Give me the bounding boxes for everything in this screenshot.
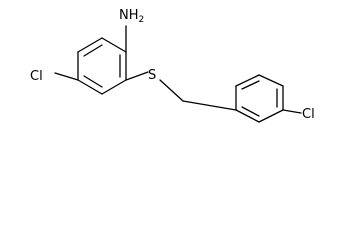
structure-canvas: NH2 Cl S Cl	[30, 8, 315, 123]
bond-c2-c3	[101, 37, 127, 53]
bond-methylene-to-ring	[182, 100, 237, 111]
inner-double-bond-4	[241, 80, 260, 90]
bond-r5-r6	[258, 109, 284, 123]
chloro-right-label: Cl	[302, 107, 315, 122]
chloro-left-label: Cl	[30, 69, 43, 84]
bond-c5-c6	[77, 79, 103, 95]
inner-double-bond-3	[83, 75, 103, 88]
inner-double-bond-6	[241, 106, 260, 117]
amine-label: NH2	[119, 8, 144, 25]
chemical-structure: NH2 Cl S Cl	[30, 8, 315, 123]
bond-r3-r4	[258, 74, 284, 87]
left-benzene-ring	[77, 37, 127, 95]
bond-ring-to-sulfur	[125, 71, 149, 81]
bond-c1-c2	[77, 37, 103, 53]
inner-double-bond-1	[83, 44, 103, 57]
thioether-label: S	[148, 68, 156, 83]
bond-c4-c5	[101, 79, 127, 95]
amine-subscript: 2	[139, 15, 145, 25]
bond-r6-r1	[235, 109, 260, 123]
bond-ring-to-chloro-right	[282, 109, 302, 114]
bond-r2-r3	[235, 74, 260, 87]
bond-sulfur-to-methylene	[159, 79, 184, 102]
amine-symbol: NH	[119, 8, 139, 23]
bond-ring-to-chloro-left	[54, 72, 79, 81]
right-benzene-ring	[235, 74, 284, 123]
